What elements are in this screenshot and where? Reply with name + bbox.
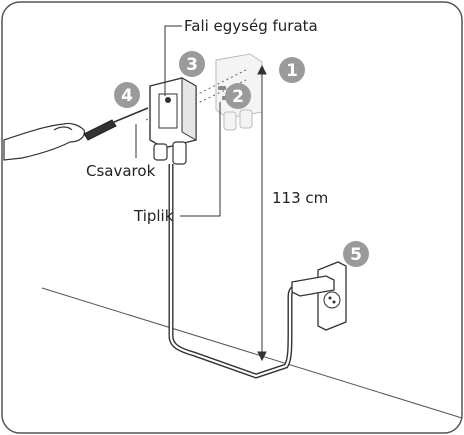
step-badge-2: 2 <box>225 83 251 109</box>
height-dimension <box>257 64 267 362</box>
label-wall-unit-hole: Fali egység furata <box>184 17 318 35</box>
step-badge-4: 4 <box>114 82 140 108</box>
label-distance: 113 cm <box>272 189 328 207</box>
svg-text:3: 3 <box>186 55 198 75</box>
step-badge-3: 3 <box>179 51 205 77</box>
svg-text:1: 1 <box>286 61 298 81</box>
svg-text:2: 2 <box>232 87 244 107</box>
power-plug <box>291 275 335 297</box>
svg-text:5: 5 <box>350 245 362 265</box>
label-screws: Csavarok <box>86 162 156 180</box>
label-anchors: Tiplik <box>133 207 174 225</box>
step-badge-5: 5 <box>343 241 369 267</box>
floor-line <box>41 287 463 419</box>
svg-text:4: 4 <box>121 86 133 106</box>
hand-with-screwdriver <box>3 122 85 161</box>
power-outlet <box>317 261 347 331</box>
screwdriver <box>83 107 149 141</box>
leader-lines <box>135 25 221 217</box>
wall-unit <box>149 77 197 165</box>
step-badge-1: 1 <box>279 57 305 83</box>
